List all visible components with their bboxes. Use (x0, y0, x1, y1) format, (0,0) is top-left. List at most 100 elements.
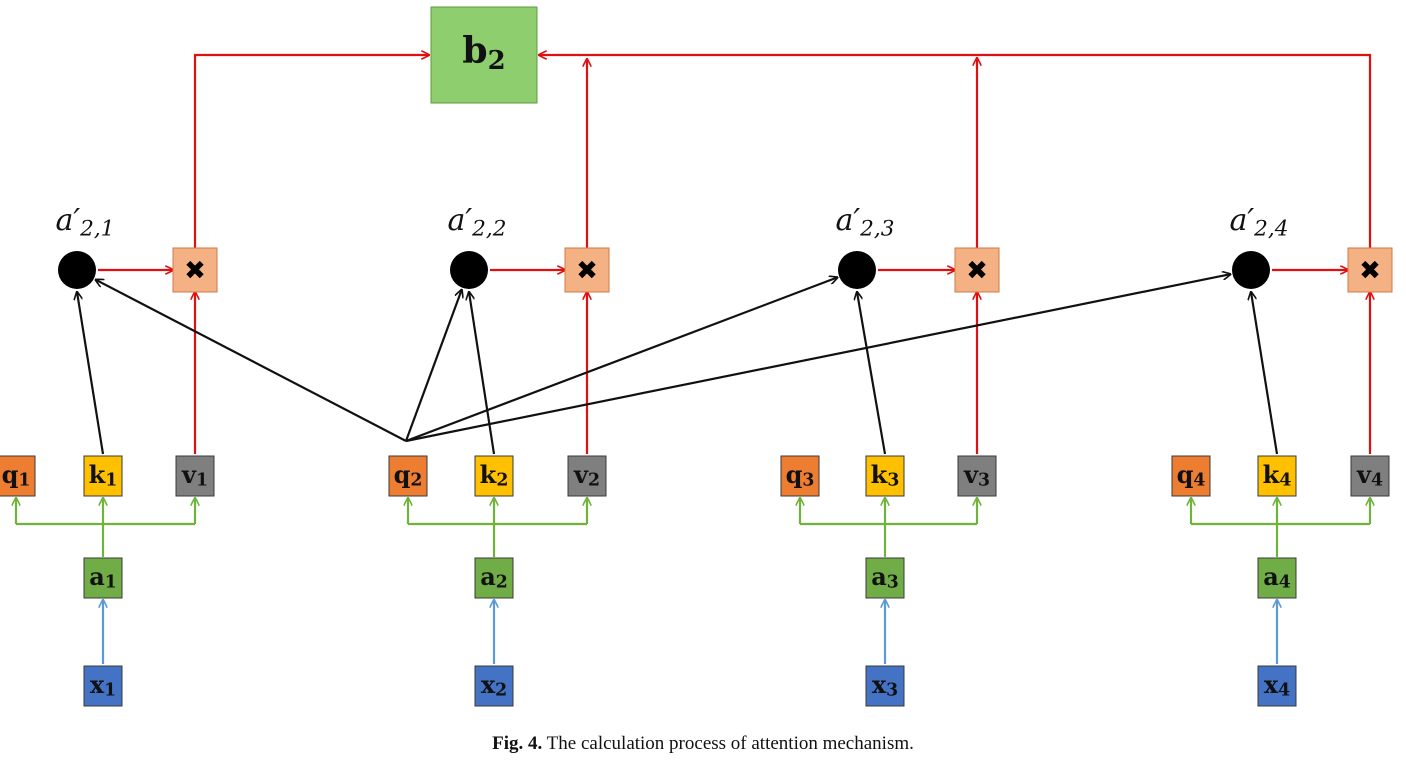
v3-box-label-symbol: v (963, 460, 979, 489)
v4-box-label: v4 (1356, 460, 1383, 491)
alpha2-label-symbol: a′ (447, 203, 472, 238)
v1-box: v1 (175, 455, 215, 497)
x2-box-label: x2 (481, 670, 507, 701)
k3-box-label-symbol: k (871, 460, 889, 489)
k4-box: k4 (1257, 455, 1297, 497)
k2-box-label-symbol: k (480, 460, 498, 489)
a1-box-label: a1 (89, 562, 117, 593)
k2-to-score2-arrow (469, 292, 496, 455)
x3-box-label-subscript: 3 (886, 681, 898, 701)
output-b2-label: b2 (462, 30, 505, 76)
v2-box-label-subscript: 2 (588, 471, 600, 491)
k1-box-label-symbol: k (89, 460, 107, 489)
multiply-icon-1: ✖ (184, 256, 206, 286)
x2-box-rect (474, 665, 514, 707)
q3-box-label-subscript: 3 (802, 471, 814, 491)
mult1-box: ✖ (172, 247, 218, 293)
alpha1-label: a′2,1 (55, 203, 114, 241)
q2-to-score3-arrow (405, 277, 837, 443)
x4-box-label-subscript: 4 (1278, 681, 1290, 701)
a3-box-rect (865, 557, 905, 599)
k2-box-label-subscript: 2 (496, 471, 508, 491)
k3-box-label-subscript: 3 (887, 471, 899, 491)
a2-box: a2 (474, 557, 514, 599)
q1-box-label-symbol: q (2, 460, 19, 489)
q2-to-score4-arrow (405, 274, 1230, 443)
mult2-box: ✖ (564, 247, 610, 293)
q3-box: q3 (780, 455, 820, 497)
score4-dot (1232, 251, 1270, 289)
mult4-rect (1347, 247, 1393, 293)
a1-box: a1 (83, 557, 123, 599)
alpha1-label-subscript: 2,1 (79, 216, 114, 241)
x1-box-label-subscript: 1 (104, 681, 116, 701)
multiply-icon-3: ✖ (966, 256, 988, 286)
x3-box-label: x3 (872, 670, 898, 701)
x3-box-rect (865, 665, 905, 707)
k1-to-score1-arrow (77, 292, 105, 455)
score2-dot (450, 251, 488, 289)
a1-box-label-subscript: 1 (105, 573, 117, 593)
k1-box-label: k1 (89, 460, 118, 491)
q1-box-label: q1 (2, 460, 31, 491)
v1-box-label-symbol: v (181, 460, 197, 489)
alpha4-label: a′2,4 (1229, 203, 1288, 241)
score1-dot (58, 251, 96, 289)
a2-box-label: a2 (480, 562, 508, 593)
v3-box-rect (957, 455, 997, 497)
x3-box: x3 (865, 665, 905, 707)
alpha2-label-subscript: 2,2 (471, 216, 506, 241)
x4-box-rect (1257, 665, 1297, 707)
mult4-box: ✖ (1347, 247, 1393, 293)
figure-caption: Fig. 4. The calculation process of atten… (0, 733, 1406, 755)
alpha3-label: a′2,3 (835, 203, 894, 241)
q2-box-rect (388, 455, 428, 497)
v2-box-label: v2 (573, 460, 600, 491)
k3-box-rect (865, 455, 905, 497)
q3-box-label: q3 (786, 460, 815, 491)
a3-box-label-subscript: 3 (887, 573, 899, 593)
k4-to-score4-arrow (1251, 292, 1279, 455)
connection-lines (16, 55, 1370, 664)
x2-box-label-symbol: x (481, 670, 496, 699)
caption-text: The calculation process of attention mec… (546, 733, 914, 754)
a4-box-label-subscript: 4 (1279, 573, 1291, 593)
mult2-rect (564, 247, 610, 293)
q4-box-label-subscript: 4 (1193, 471, 1205, 491)
q4-box-label-symbol: q (1177, 460, 1194, 489)
q4-box-label: q4 (1177, 460, 1206, 491)
k3-to-score3-arrow (857, 292, 887, 455)
k2-box: k2 (474, 455, 514, 497)
a1-box-label-symbol: a (89, 562, 105, 591)
a4-box-rect (1257, 557, 1297, 599)
a4-box: a4 (1257, 557, 1297, 599)
q2-box: q2 (388, 455, 428, 497)
a2-box-label-symbol: a (480, 562, 496, 591)
v2-box-label-symbol: v (573, 460, 589, 489)
a4-box-label: a4 (1263, 562, 1291, 593)
v1-box-label: v1 (181, 460, 208, 491)
mult4-to-output-arrow (539, 55, 1372, 248)
v4-box-label-subscript: 4 (1371, 471, 1383, 491)
q3-box-label-symbol: q (786, 460, 803, 489)
v2-box-rect (567, 455, 607, 497)
k2-box-label: k2 (480, 460, 509, 491)
q2-to-score2-arrow (404, 290, 462, 442)
v3-box-label-subscript: 3 (978, 471, 990, 491)
x4-box-label-symbol: x (1264, 670, 1279, 699)
alpha3-label-symbol: a′ (835, 203, 860, 238)
mult3-rect (954, 247, 1000, 293)
output-b2-rect (430, 6, 538, 104)
alpha2-label: a′2,2 (447, 203, 506, 241)
x2-box: x2 (474, 665, 514, 707)
k1-box-rect (83, 455, 123, 497)
k1-box-label-subscript: 1 (105, 471, 117, 491)
v1-box-rect (175, 455, 215, 497)
q1-box-rect (0, 455, 36, 497)
a4-box-label-symbol: a (1263, 562, 1279, 591)
a1-box-rect (83, 557, 123, 599)
alpha1-label-symbol: a′ (55, 203, 80, 238)
q1-box: q1 (0, 455, 36, 497)
x1-box: x1 (83, 665, 123, 707)
